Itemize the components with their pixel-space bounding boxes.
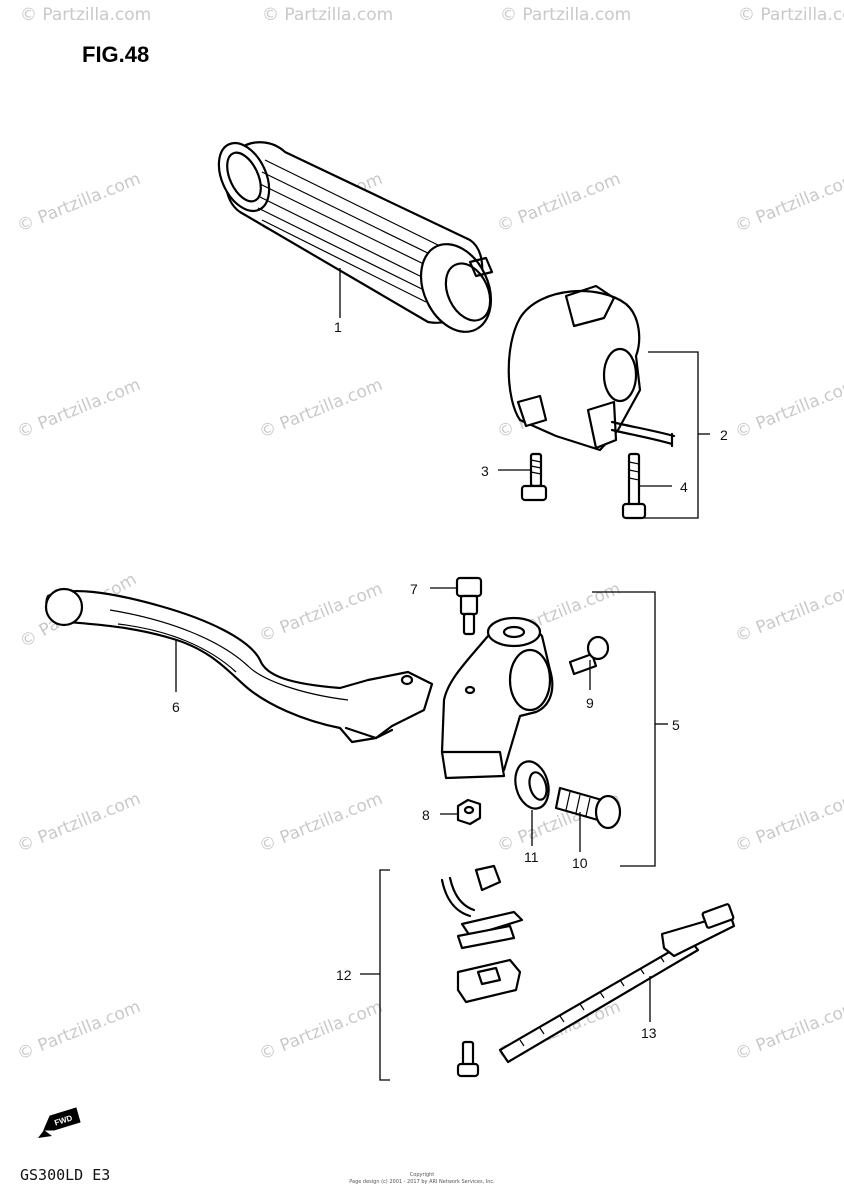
watermark: © Partzilla.com — [732, 997, 844, 1065]
watermark: © Partzilla.com — [20, 5, 151, 25]
watermark: © Partzilla.com — [14, 997, 143, 1065]
figure-title: FIG.48 — [82, 42, 149, 67]
watermark: © Partzilla.com — [256, 789, 385, 857]
watermark: © Partzilla.com — [256, 997, 385, 1065]
watermark: © Partzilla.com — [732, 169, 844, 237]
cushion-icon — [514, 760, 550, 810]
clamp-set-icon — [440, 864, 524, 1078]
callout-11: 11 — [524, 849, 539, 865]
callout-7: 7 — [410, 581, 418, 597]
nut-icon — [456, 798, 482, 826]
bolt-icon — [455, 576, 483, 636]
watermark-layer: © Partzilla.com © Partzilla.com © Partzi… — [14, 5, 844, 1065]
watermark: © Partzilla.com — [262, 5, 393, 25]
watermark: © Partzilla.com — [256, 579, 385, 647]
watermark: © Partzilla.com — [732, 789, 844, 857]
watermark: © Partzilla.com — [14, 375, 143, 443]
lever-holder-icon — [440, 616, 554, 780]
watermark: © Partzilla.com — [732, 579, 844, 647]
bolt-icon — [554, 786, 622, 830]
callout-2: 2 — [720, 427, 728, 443]
callout-13: 13 — [641, 1025, 657, 1041]
screw-icon — [568, 635, 610, 676]
callout-9: 9 — [586, 695, 594, 711]
callout-5: 5 — [672, 717, 680, 733]
callout-4: 4 — [680, 479, 688, 495]
model-code: GS300LD E3 — [20, 1166, 110, 1184]
callout-1: 1 — [334, 319, 342, 335]
callout-6: 6 — [172, 699, 180, 715]
leader-lines — [175, 268, 710, 1081]
watermark: © Partzilla.com — [256, 375, 385, 443]
fwd-arrow-icon: FWD — [38, 1107, 81, 1138]
cable-tie-icon — [498, 903, 736, 1064]
watermark: © Partzilla.com — [494, 169, 623, 237]
watermark: © Partzilla.com — [738, 5, 844, 25]
screw-icon — [621, 452, 647, 520]
watermark: © Partzilla.com — [732, 375, 844, 443]
callout-12: 12 — [336, 967, 352, 983]
throttle-grip-icon — [217, 141, 494, 333]
screw-icon — [520, 452, 548, 502]
lever-icon — [44, 587, 434, 744]
watermark: © Partzilla.com — [14, 169, 143, 237]
watermark: © Partzilla.com — [14, 789, 143, 857]
callout-8: 8 — [422, 807, 430, 823]
callout-3: 3 — [481, 463, 489, 479]
copyright-text: Page design (c) 2001 - 2017 by ARI Netwo… — [349, 1179, 495, 1185]
switch-housing-icon — [507, 284, 676, 452]
callout-10: 10 — [572, 855, 588, 871]
watermark: © Partzilla.com — [500, 5, 631, 25]
copyright-title: Copyright — [410, 1172, 434, 1178]
